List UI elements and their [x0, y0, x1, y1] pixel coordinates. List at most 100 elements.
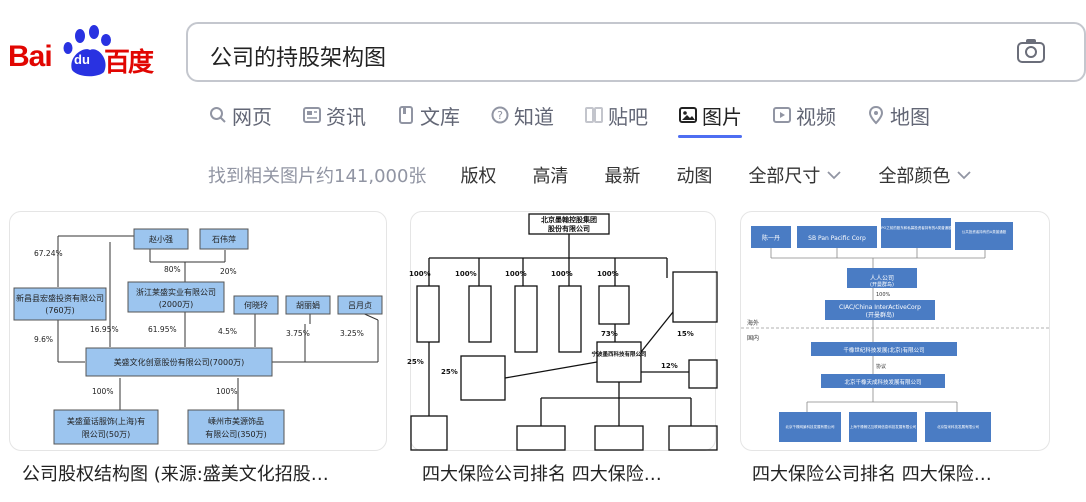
chart-node: 陈一丹	[762, 234, 780, 242]
chart-pct: 100%	[455, 270, 477, 278]
chart-pct: 100%	[92, 387, 113, 396]
tab-label: 地图	[890, 104, 930, 129]
chart-node: 上海千橡畅达互联网信息科技发展有限公司	[850, 424, 917, 429]
tieba-icon	[584, 105, 604, 125]
chart-node: IPO之前的股东和私募投资者持有的A类普通股	[880, 225, 952, 230]
filter-color-label: 全部颜色	[878, 166, 951, 187]
chart-pct: 3.75%	[286, 329, 310, 338]
chart-pct: 9.6%	[34, 335, 53, 344]
chart-node: 石伟萍	[212, 234, 236, 244]
chart-node: 赵小强	[149, 234, 173, 244]
chart-node: 何晓玲	[244, 300, 268, 310]
chart-label: 海外	[747, 319, 759, 327]
chart-pct: 67.24%	[34, 249, 63, 258]
tab-label: 文库	[420, 104, 460, 129]
tab-web[interactable]: 网页	[208, 98, 272, 132]
chart-node: 北京千橡天成科技发展有限公司	[844, 378, 921, 386]
chart-node: SB Pan Pacific Corp	[808, 235, 866, 242]
chart-node: (760万)	[45, 306, 75, 315]
filter-size-dropdown[interactable]: 全部尺寸	[748, 162, 842, 188]
chart-node: 新昌县宏盛投资有限公司	[16, 293, 104, 303]
news-icon	[302, 105, 322, 125]
result-thumbnail: 北京墨翰控股集团 股份有限公司 宁波墨西科技有限公司 100% 100% 100…	[407, 213, 718, 451]
camera-icon[interactable]	[1016, 38, 1046, 64]
chart-pct: 20%	[220, 267, 237, 276]
result-count: 找到相关图片约141,000张	[208, 166, 427, 187]
chart-node: 千橡世纪科技发展(北京)有限公司	[843, 346, 924, 354]
chart-node: 宁波墨西科技有限公司	[591, 350, 646, 358]
baidu-logo[interactable]: Bai du 百度	[8, 25, 164, 82]
chart-node: 美盛童话服饰(上海)有	[67, 416, 145, 426]
filter-hd[interactable]: 高清	[532, 166, 569, 187]
tab-images[interactable]: 图片	[678, 98, 742, 138]
tab-map[interactable]: 地图	[866, 98, 930, 132]
chart-node: 有限公司(350万)	[205, 429, 267, 439]
chart-node: 公共投资者持有的A类普通股	[962, 229, 1007, 234]
chart-pct: 25%	[441, 368, 458, 376]
search-query-text[interactable]: 公司的持股架构图	[210, 46, 387, 71]
chart-label: 国内	[747, 334, 759, 342]
chevron-down-icon	[957, 171, 972, 180]
filter-copyright[interactable]: 版权	[460, 166, 497, 187]
video-icon	[772, 105, 792, 125]
result-caption[interactable]: 四大保险公司排名 四大保险…	[752, 464, 992, 485]
search-input[interactable]: 公司的持股架构图	[186, 22, 1086, 82]
image-icon	[678, 105, 698, 125]
image-result-card[interactable]: 陈一丹 SB Pan Pacific Corp 人人公司 CIAC/China …	[740, 211, 1051, 451]
filter-bar: 找到相关图片约141,000张 版权 高清 最新 动图 全部尺寸 全部颜色	[208, 160, 1008, 190]
chart-pct: 16.95%	[90, 325, 119, 334]
question-icon: ?	[490, 105, 510, 125]
chevron-down-icon	[827, 171, 842, 180]
chart-node: 吕月贞	[348, 300, 372, 310]
logo-text-baidu: 百度	[104, 48, 154, 78]
tab-wenku[interactable]: 文库	[396, 98, 460, 132]
chart-pct: 25%	[407, 358, 424, 366]
chart-node: 北京墨翰控股集团	[541, 215, 597, 224]
chart-node: 北京智米科技发展有限公司	[937, 424, 979, 429]
result-caption[interactable]: 公司股权结构图 (来源:盛美文化招股…	[22, 464, 329, 485]
filter-animated[interactable]: 动图	[676, 166, 713, 187]
tab-label: 知道	[514, 104, 554, 129]
chart-pct: 100%	[409, 270, 431, 278]
tab-label: 视频	[796, 104, 836, 129]
result-thumbnail: 赵小强 石伟萍 新昌县宏盛投资有限公司 (760万) 浙江莱盛实业有限公司 (2…	[13, 228, 383, 445]
image-result-card[interactable]: 北京墨翰控股集团 股份有限公司 宁波墨西科技有限公司 100% 100% 100…	[407, 211, 718, 451]
chart-node: 人人公司	[870, 275, 894, 282]
chart-label: 协议	[876, 363, 886, 370]
tab-tieba[interactable]: 贴吧	[584, 98, 648, 132]
tab-label: 资讯	[326, 104, 366, 129]
chart-node: 嵊州市美源饰品	[208, 416, 264, 426]
filter-color-dropdown[interactable]: 全部颜色	[878, 162, 972, 188]
chart-node: CIAC/China InterActiveCorp	[839, 304, 921, 311]
chart-pct: 12%	[661, 362, 678, 370]
tab-label: 网页	[232, 104, 272, 129]
image-result-card[interactable]: 赵小强 石伟萍 新昌县宏盛投资有限公司 (760万) 浙江莱盛实业有限公司 (2…	[9, 211, 387, 451]
chart-node: 美盛文化创意股份有限公司(7000万)	[114, 357, 245, 367]
chart-node: (开曼群岛)	[866, 311, 895, 319]
filter-latest[interactable]: 最新	[604, 166, 641, 187]
search-icon	[208, 105, 228, 125]
logo-text-du: du	[74, 52, 90, 67]
document-icon	[396, 105, 416, 125]
tab-news[interactable]: 资讯	[302, 98, 366, 132]
chart-pct: 3.25%	[340, 329, 364, 338]
tab-video[interactable]: 视频	[772, 98, 836, 132]
chart-node: 胡丽娟	[296, 300, 320, 310]
chart-node: 限公司(50万)	[82, 430, 130, 439]
map-pin-icon	[866, 105, 886, 125]
chart-node: 股份有限公司	[547, 224, 590, 233]
chart-node: (2000万)	[159, 300, 194, 309]
chart-pct: 100%	[551, 270, 573, 278]
chart-node: 浙江莱盛实业有限公司	[136, 287, 216, 297]
chart-pct: 100%	[505, 270, 527, 278]
chart-pct: 100%	[597, 270, 619, 278]
chart-pct: 61.95%	[148, 325, 177, 334]
paw-icon	[63, 25, 111, 77]
search-tabs: 网页 资讯 文库 ? 知道 贴吧 图片 视频 地图	[208, 98, 960, 138]
result-caption[interactable]: 四大保险公司排名 四大保险…	[422, 464, 662, 485]
chart-pct: 4.5%	[218, 327, 237, 336]
tab-label: 贴吧	[608, 104, 648, 129]
filter-size-label: 全部尺寸	[748, 166, 821, 187]
result-thumbnail: 陈一丹 SB Pan Pacific Corp 人人公司 CIAC/China …	[741, 218, 1051, 442]
tab-zhidao[interactable]: ? 知道	[490, 98, 554, 132]
